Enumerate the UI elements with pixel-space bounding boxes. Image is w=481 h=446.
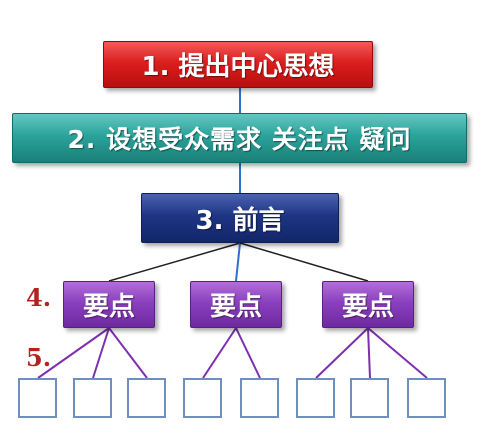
- sub-point-box-2: [73, 378, 112, 418]
- connector-kp2-leaf-5: [235, 327, 261, 379]
- connector-kp2-leaf-4: [202, 327, 237, 379]
- connector-intro-keypoint-1: [108, 242, 241, 282]
- key-point-label: 要点: [341, 292, 394, 322]
- key-point-label: 要点: [82, 292, 135, 322]
- introduction-box: 3. 前言: [141, 193, 339, 243]
- level-four-label: 4.: [26, 283, 52, 312]
- introduction-label: 3. 前言: [195, 205, 285, 236]
- connector-kp3-leaf-8: [367, 327, 428, 379]
- central-idea-box: 1. 提出中心思想: [103, 41, 373, 88]
- sub-point-box-1: [18, 378, 57, 418]
- sub-point-box-8: [407, 378, 446, 418]
- sub-point-box-5: [240, 378, 279, 418]
- sub-point-box-3: [127, 378, 166, 418]
- connector-kp3-leaf-6: [315, 327, 369, 379]
- audience-needs-box: 2. 设想受众需求 关注点 疑问: [12, 113, 467, 163]
- central-idea-label: 1. 提出中心思想: [141, 52, 335, 82]
- connector-intro-keypoint-2: [235, 242, 241, 282]
- sub-point-box-4: [183, 378, 222, 418]
- key-point-box-1: 要点: [63, 281, 155, 328]
- audience-needs-label: 2. 设想受众需求 关注点 疑问: [67, 125, 412, 154]
- sub-point-box-7: [350, 378, 389, 418]
- connector-kp1-leaf-1: [37, 327, 110, 379]
- connector-kp1-leaf-2: [92, 327, 110, 379]
- level-five-label: 5.: [26, 343, 52, 372]
- sub-point-box-6: [296, 378, 335, 418]
- key-point-label: 要点: [209, 292, 262, 322]
- key-point-box-2: 要点: [190, 281, 282, 328]
- key-point-box-3: 要点: [322, 281, 414, 328]
- connector-intro-keypoint-3: [239, 242, 369, 282]
- connector-kp3-leaf-7: [367, 327, 371, 379]
- connector-kp1-leaf-3: [108, 327, 148, 379]
